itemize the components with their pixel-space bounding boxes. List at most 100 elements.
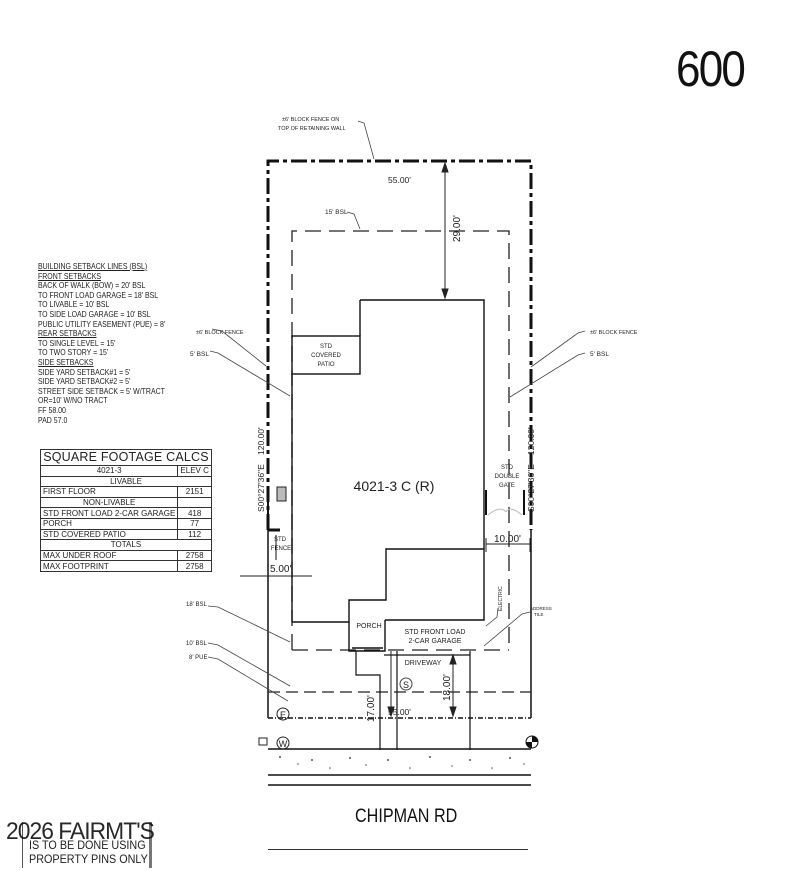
- table-title: SQUARE FOOTAGE CALCS: [40, 449, 212, 466]
- svg-text:±6' BLOCK FENCE: ±6' BLOCK FENCE: [196, 330, 244, 336]
- pad-elevation: PAD 57.0: [38, 414, 68, 425]
- house-footprint: [291, 299, 485, 652]
- svg-text:PORCH: PORCH: [356, 623, 381, 630]
- double-gate-swing: [487, 508, 523, 516]
- svg-text:S: S: [403, 680, 409, 690]
- dimension-lines: [240, 161, 531, 718]
- svg-text:18.00': 18.00': [442, 674, 453, 701]
- svg-text:120.00': 120.00': [256, 427, 266, 455]
- svg-text:TILE: TILE: [534, 612, 544, 617]
- svg-text:18' BSL: 18' BSL: [186, 602, 207, 608]
- svg-text:ADDRESS: ADDRESS: [530, 606, 552, 611]
- front-setback-item: PUBLIC UTILITY EASEMENT (PUE) = 8': [38, 318, 166, 329]
- property-line: [266, 159, 533, 719]
- svg-text:PATIO: PATIO: [317, 362, 334, 368]
- rear-setback-item: TO TWO STORY = 15': [38, 347, 109, 358]
- table-row: MAX UNDER ROOF 2758: [39, 549, 212, 562]
- row-label: MAX FOOTPRINT: [39, 560, 179, 572]
- svg-text:55.00': 55.00': [388, 707, 411, 717]
- rear-setbacks-header: REAR SETBACKS: [38, 328, 97, 339]
- driveway: [355, 651, 471, 750]
- lot-number: 600: [676, 41, 746, 97]
- sidewalk-hatch: [279, 756, 525, 769]
- svg-text:DRIVEWAY: DRIVEWAY: [405, 660, 442, 667]
- svg-text:STD: STD: [274, 537, 287, 543]
- table-row: MAX FOOTPRINT 2758: [39, 560, 212, 572]
- side-setback-item: OR=10' W/NO TRACT: [38, 395, 108, 406]
- svg-text:S00°27'36"E: S00°27'36"E: [256, 464, 266, 512]
- svg-text:29.00': 29.00': [452, 215, 463, 242]
- setback-notes-title: BUILDING SETBACK LINES (BSL): [38, 261, 148, 271]
- electric-marker: E: [276, 707, 290, 721]
- front-setback-item: TO LIVABLE = 10' BSL: [38, 299, 110, 310]
- svg-text:FENCE: FENCE: [271, 546, 291, 552]
- utility-meter-icon: [276, 486, 287, 502]
- street-curb: [268, 748, 531, 786]
- row-label: STD FRONT LOAD 2-CAR GARAGE: [39, 507, 179, 519]
- svg-text:17.00': 17.00': [366, 695, 377, 722]
- svg-text:GATE: GATE: [499, 483, 515, 489]
- svg-text:W: W: [279, 739, 288, 749]
- plan-number: 4021-3: [39, 465, 179, 477]
- footer-note: IS TO BE DONE USING PROPERTY PINS ONLY: [22, 822, 152, 868]
- row-value: 112: [177, 528, 212, 541]
- svg-text:ELECTRIC: ELECTRIC: [498, 586, 504, 611]
- front-setback-item: TO FRONT LOAD GARAGE = 18' BSL: [38, 289, 159, 300]
- svg-text:10.00': 10.00': [494, 534, 521, 545]
- front-setback-item: TO SIDE LOAD GARAGE = 10' BSL: [38, 308, 151, 319]
- water-marker: W: [258, 736, 290, 750]
- setback-notes: BUILDING SETBACK LINES (BSL) FRONT SETBA…: [38, 261, 193, 425]
- note-line: IS TO BE DONE USING: [29, 838, 146, 852]
- svg-text:15' BSL: 15' BSL: [325, 209, 348, 216]
- front-setback-item: BACK OF WALK (BOW) = 20' BSL: [38, 280, 146, 291]
- non-livable-header: NON-LIVABLE: [39, 496, 179, 509]
- svg-text:DOUBLE: DOUBLE: [495, 474, 520, 480]
- watermark-text: 2026 FAIRMT'S: [6, 818, 155, 845]
- front-setbacks-header: FRONT SETBACKS: [38, 270, 101, 281]
- side-setback-item: SIDE YARD SETBACK#2 = 5': [38, 376, 131, 387]
- row-value: 418: [177, 507, 212, 519]
- table-row: STD FRONT LOAD 2-CAR GARAGE 418: [39, 507, 212, 519]
- rear-setback-item: TO SINGLE LEVEL = 15': [38, 337, 116, 348]
- street-name: CHIPMAN RD: [355, 806, 458, 827]
- finished-floor: FF 58.00: [38, 404, 66, 415]
- row-label: FIRST FLOOR: [39, 486, 179, 498]
- square-footage-table: SQUARE FOOTAGE CALCS 4021-3 ELEV C LIVAB…: [39, 449, 212, 572]
- svg-text:5' BSL: 5' BSL: [590, 351, 609, 358]
- svg-text:120.00': 120.00': [526, 427, 536, 455]
- svg-text:STD: STD: [501, 465, 514, 471]
- side-setback-item: STREET SIDE SETBACK = 5' W/TRACT: [38, 385, 165, 396]
- svg-text:COVERED: COVERED: [311, 353, 341, 359]
- row-label: PORCH: [39, 517, 179, 530]
- sewer-marker: S: [399, 677, 413, 691]
- svg-text:TOP OF RETAINING WALL: TOP OF RETAINING WALL: [278, 126, 346, 132]
- note-line: PROPERTY PINS ONLY: [29, 852, 148, 866]
- side-setback-item: SIDE YARD SETBACK#1 = 5': [38, 366, 131, 377]
- table-row: PORCH 77: [39, 517, 212, 530]
- svg-text:±6' BLOCK FENCE: ±6' BLOCK FENCE: [590, 330, 638, 336]
- svg-text:S00°27'36"E: S00°27'36"E: [526, 464, 536, 512]
- table-row: STD COVERED PATIO 112: [39, 528, 212, 541]
- row-value: 77: [177, 517, 212, 530]
- row-value: 2151: [177, 486, 212, 498]
- row-label: MAX UNDER ROOF: [39, 549, 179, 562]
- svg-text:10' BSL: 10' BSL: [186, 641, 207, 647]
- svg-text:STD: STD: [320, 344, 333, 350]
- callout-text: ±6' BLOCK FENCE ON TOP OF RETAINING WALL…: [186, 117, 638, 722]
- table-row: FIRST FLOOR 2151: [39, 486, 212, 498]
- street-centerline: [268, 849, 528, 850]
- livable-header: LIVABLE: [40, 475, 212, 488]
- setback-lines: [268, 230, 531, 693]
- leader-lines: [207, 120, 586, 702]
- empty-cell: [177, 496, 212, 509]
- row-value: 2758: [177, 560, 212, 572]
- totals-header: TOTALS: [40, 539, 212, 551]
- svg-text:E: E: [280, 710, 286, 720]
- svg-text:55.00': 55.00': [388, 175, 411, 185]
- svg-text:2-CAR GARAGE: 2-CAR GARAGE: [409, 638, 462, 645]
- svg-text:±6' BLOCK FENCE ON: ±6' BLOCK FENCE ON: [282, 117, 339, 123]
- svg-text:8' PUE: 8' PUE: [189, 655, 208, 661]
- side-setbacks-header: SIDE SETBACKS: [38, 356, 94, 367]
- survey-benchmark-icon: [525, 735, 539, 749]
